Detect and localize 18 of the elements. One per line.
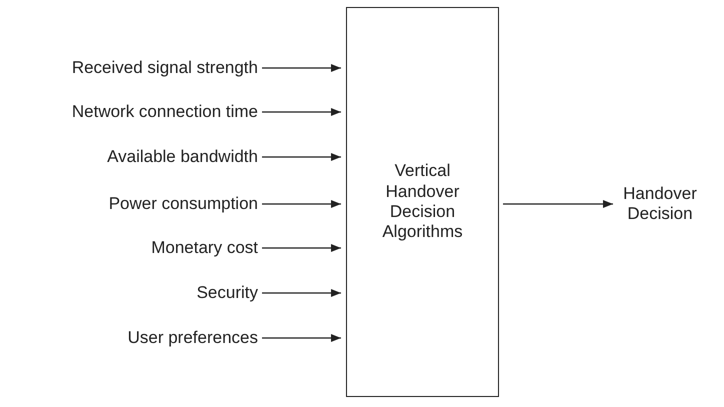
arrow (262, 289, 341, 297)
box-label: Vertical Handover Decision Algorithms (381, 161, 464, 243)
input-label: Monetary cost (151, 238, 258, 258)
arrow (262, 64, 341, 72)
input-label: User preferences (128, 328, 258, 348)
input-label: Available bandwidth (107, 146, 258, 168)
arrow (262, 334, 341, 342)
input-label: Received signal strength (72, 58, 258, 78)
arrow (262, 108, 341, 116)
input-label: Security (196, 282, 258, 304)
arrow (262, 200, 341, 208)
input-label: Network connection time (72, 102, 258, 122)
arrow (262, 244, 341, 252)
process-box (346, 7, 499, 397)
output-label: Handover Decision (618, 184, 702, 224)
input-label: Power consumption (108, 194, 258, 214)
arrow (262, 153, 341, 161)
arrow (503, 200, 613, 208)
